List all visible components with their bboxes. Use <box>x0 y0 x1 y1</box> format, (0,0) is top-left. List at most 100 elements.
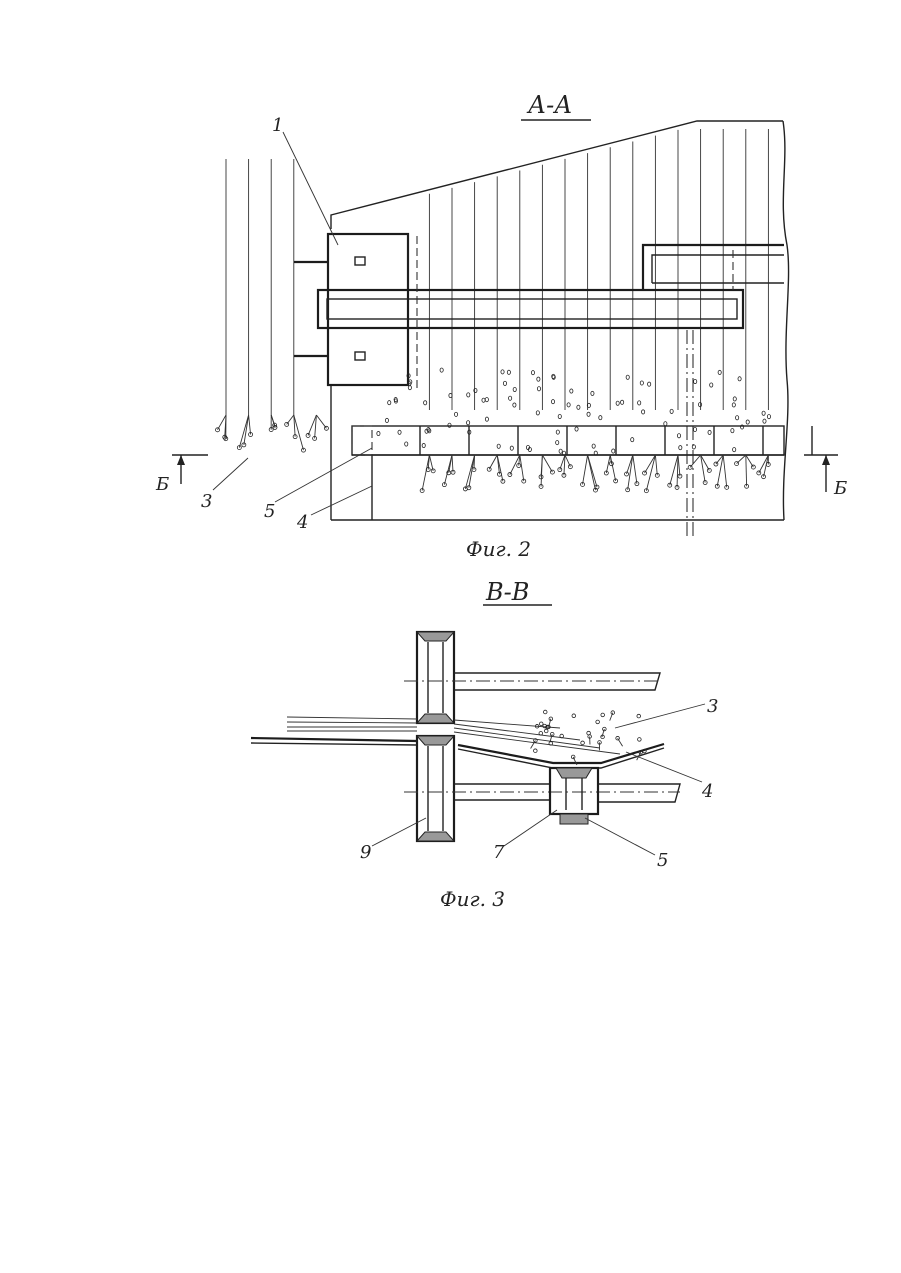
granule <box>631 438 634 442</box>
callout-3-fig3: 3 <box>707 696 718 717</box>
granule <box>497 444 500 448</box>
granule <box>559 449 562 453</box>
fibre-tuft <box>735 455 756 488</box>
granule <box>408 386 411 390</box>
granule <box>679 446 682 450</box>
granule <box>485 398 488 402</box>
granule <box>626 375 629 379</box>
fibre-particle <box>539 731 543 735</box>
fibre-tuft <box>688 455 711 485</box>
granule <box>599 416 602 420</box>
fibre-tuft <box>757 455 770 479</box>
granule <box>640 381 643 385</box>
granule <box>531 371 534 375</box>
fibre-particle <box>543 710 547 714</box>
fibre-particle <box>581 741 585 745</box>
roller-7 <box>550 768 598 824</box>
granule <box>537 377 540 381</box>
granule <box>467 421 470 425</box>
fibre-tuft <box>463 455 476 491</box>
fibre-tuft <box>269 415 277 432</box>
granule <box>763 419 766 423</box>
roller-9 <box>417 632 454 841</box>
granule <box>513 387 516 391</box>
fibre-tuft <box>714 455 729 489</box>
fibre-strand <box>531 741 536 749</box>
granule <box>616 401 619 405</box>
section-mark-left: Б <box>155 455 208 495</box>
granule <box>592 444 595 448</box>
fibre-tuft <box>285 415 306 452</box>
callout-1: 1 <box>272 115 283 136</box>
granule <box>424 401 427 405</box>
fibre-tuft <box>420 455 435 493</box>
granule <box>509 396 512 400</box>
granule <box>510 446 513 450</box>
section-mark-left-label: Б <box>155 474 169 495</box>
granule <box>587 412 590 416</box>
granule <box>733 448 736 452</box>
granule <box>733 397 736 401</box>
granule <box>694 379 697 383</box>
granule <box>567 403 570 407</box>
granule <box>736 416 739 420</box>
granule <box>558 414 561 418</box>
fibre-tuft <box>216 415 228 441</box>
granule <box>513 403 516 407</box>
granule <box>648 382 651 386</box>
granule <box>570 389 573 393</box>
granule <box>762 411 765 415</box>
fig2-caption: Фиг. 2 <box>466 537 531 561</box>
fibre-tuft <box>539 455 554 488</box>
fibre-tuft <box>442 455 455 487</box>
fibre-tuft <box>487 455 505 483</box>
granule <box>677 434 680 438</box>
section-mark-right: Б <box>804 455 847 499</box>
granule <box>612 449 615 453</box>
granule <box>405 442 408 446</box>
housing-outline <box>331 121 789 520</box>
fibre-tuft <box>237 415 252 450</box>
granule <box>746 420 749 424</box>
fibre-tuft <box>625 455 639 492</box>
granule <box>638 401 641 405</box>
granule <box>388 401 391 405</box>
granule <box>693 427 696 431</box>
granule <box>507 370 510 374</box>
granule <box>692 445 695 449</box>
granule <box>708 430 711 434</box>
granule <box>556 440 559 444</box>
granule <box>642 410 645 414</box>
granule <box>591 391 594 395</box>
figure-2: А-А <box>155 91 847 561</box>
callout-4-fig3: 4 <box>701 781 713 802</box>
granule <box>454 412 457 416</box>
fibre-tuft <box>643 455 660 493</box>
granule <box>710 383 713 387</box>
granule <box>482 398 485 402</box>
figure-3: В-В <box>251 578 718 911</box>
trough-4 <box>458 744 664 768</box>
callout-5-fig2: 5 <box>264 501 275 522</box>
fig3-section-title: В-В <box>485 578 529 606</box>
section-mark-right-label: Б <box>833 478 847 499</box>
fibre-particle <box>539 722 543 726</box>
fibre-particle <box>534 749 538 753</box>
fibre-particle <box>544 729 548 733</box>
granule <box>731 429 734 433</box>
granule <box>577 405 580 409</box>
granule <box>485 417 488 421</box>
fig3-fibre-tufts <box>531 710 647 765</box>
granule <box>448 423 451 427</box>
fig3-caption: Фиг. 3 <box>440 887 505 911</box>
granule <box>440 368 443 372</box>
fibre-particle <box>637 714 641 718</box>
granule <box>698 403 701 407</box>
fibre-tuft <box>306 415 328 440</box>
granule <box>536 411 539 415</box>
callout-5-fig3: 5 <box>657 850 668 871</box>
fibre-tuft <box>668 455 682 489</box>
granule <box>422 443 425 447</box>
callout-7: 7 <box>493 842 505 863</box>
